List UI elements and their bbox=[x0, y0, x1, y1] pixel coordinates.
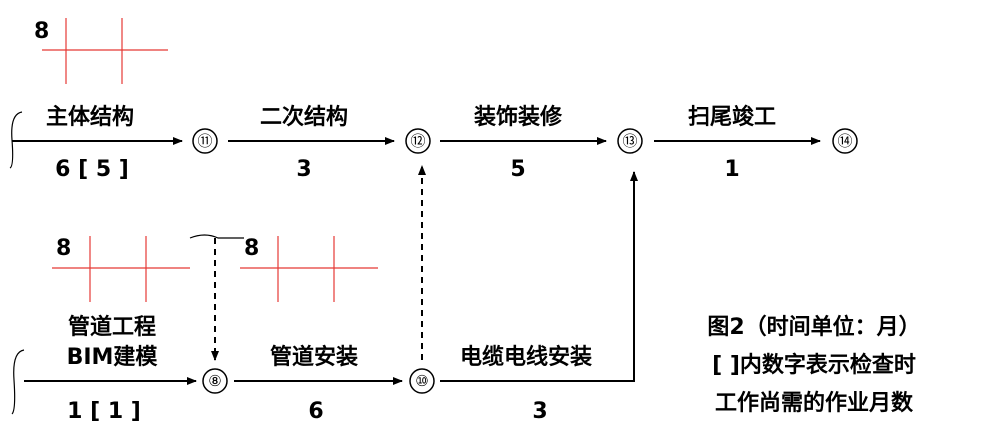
time-param-bim: 8 bbox=[56, 236, 71, 261]
caption-line2: [ ]内数字表示检查时 bbox=[712, 352, 916, 378]
node-8: ⑧ bbox=[202, 368, 228, 394]
activity-cable-install-name: 电缆电线安装 bbox=[460, 344, 592, 370]
time-grid-top bbox=[42, 18, 168, 84]
activity-pipe-bim-name-line2: BIM建模 bbox=[67, 345, 159, 370]
activity-decoration-duration: 5 bbox=[510, 157, 525, 182]
left-brace-bottom bbox=[11, 349, 25, 415]
node-10: ⑩ bbox=[409, 368, 435, 394]
node-11-label: ⑪ bbox=[197, 132, 212, 150]
caption-line1: 图2（时间单位：月） bbox=[707, 314, 920, 340]
node-12-label: ⑫ bbox=[410, 132, 425, 150]
node-13: ⑬ bbox=[617, 128, 643, 154]
activity-main-structure-duration: 6 [ 5 ] bbox=[55, 157, 129, 182]
caption-line3: 工作尚需的作业月数 bbox=[715, 390, 914, 416]
node-10-label: ⑩ bbox=[415, 372, 428, 390]
node-14: ⑭ bbox=[832, 128, 858, 154]
node-11: ⑪ bbox=[192, 128, 218, 154]
node-12: ⑫ bbox=[405, 128, 431, 154]
activity-secondary-structure-duration: 3 bbox=[296, 157, 311, 182]
activity-finishing-name: 扫尾竣工 bbox=[688, 104, 776, 130]
arrow-cable-install bbox=[440, 171, 638, 382]
activity-pipe-bim-name-line1: 管道工程 bbox=[68, 314, 156, 340]
time-grid-bim bbox=[52, 236, 190, 302]
activity-main-structure-name: 主体结构 bbox=[46, 104, 134, 130]
node-14-label: ⑭ bbox=[837, 132, 852, 150]
node-8-label: ⑧ bbox=[208, 372, 221, 390]
activity-cable-install-duration: 3 bbox=[532, 399, 547, 424]
time-grid-pipe bbox=[240, 236, 378, 302]
activity-pipe-bim-duration: 1 [ 1 ] bbox=[67, 399, 141, 424]
activity-secondary-structure-name: 二次结构 bbox=[260, 104, 348, 130]
time-param-top: 8 bbox=[34, 19, 49, 44]
activity-pipe-install-duration: 6 bbox=[308, 399, 323, 424]
activity-decoration-name: 装饰装修 bbox=[474, 104, 563, 130]
activity-pipe-install-name: 管道安装 bbox=[270, 344, 358, 370]
activity-finishing-duration: 1 bbox=[724, 157, 739, 182]
time-param-pipe: 8 bbox=[244, 236, 259, 261]
pointer-curve bbox=[189, 234, 244, 239]
node-13-label: ⑬ bbox=[622, 132, 637, 150]
